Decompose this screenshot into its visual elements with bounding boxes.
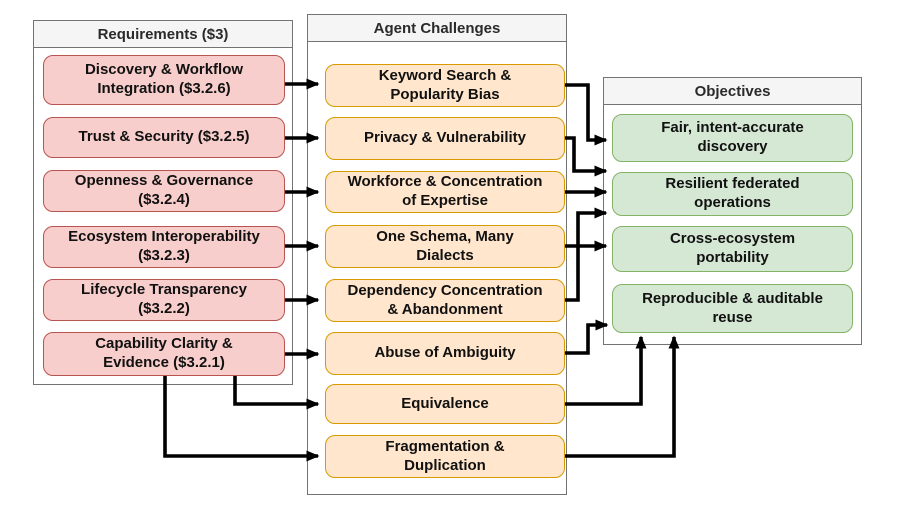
objective-box-fair-intent-accurate-discovery: Fair, intent-accurate discovery <box>612 114 853 162</box>
edge-dependency-to-resilient <box>565 207 608 302</box>
challenge-box-privacy-vulnerability: Privacy & Vulnerability <box>325 117 565 160</box>
req-box-capability-clarity-evidence: Capability Clarity & Evidence ($3.2.1) <box>43 332 285 376</box>
edge-abuse-to-reproducible <box>565 319 609 355</box>
challenge-box-fragmentation-duplication: Fragmentation & Duplication <box>325 435 565 478</box>
edge-capability-to-fragmentation <box>163 376 320 462</box>
challenges-header: Agent Challenges <box>308 15 566 42</box>
requirements-header: Requirements ($3) <box>34 21 292 48</box>
req-box-openness-governance: Openness & Governance ($3.2.4) <box>43 170 285 212</box>
objectives-header: Objectives <box>604 78 861 105</box>
edge-keyword-to-fair-discovery <box>565 83 608 146</box>
challenge-box-one-schema-many-dialects: One Schema, Many Dialects <box>325 225 565 268</box>
challenge-box-keyword-search-popularity-bias: Keyword Search & Popularity Bias <box>325 64 565 107</box>
edge-fragmentation-to-reproducible <box>565 335 680 458</box>
challenge-box-dependency-concentration-abandonment: Dependency Concentration & Abandonment <box>325 279 565 322</box>
req-box-discovery-workflow-integration: Discovery & Workflow Integration ($3.2.6… <box>43 55 285 105</box>
req-box-trust-security: Trust & Security ($3.2.5) <box>43 117 285 158</box>
objective-box-reproducible-auditable-reuse: Reproducible & auditable reuse <box>612 284 853 333</box>
challenge-box-abuse-of-ambiguity: Abuse of Ambiguity <box>325 332 565 375</box>
objective-box-cross-ecosystem-portability: Cross-ecosystem portability <box>612 226 853 272</box>
challenge-box-equivalence: Equivalence <box>325 384 565 424</box>
req-box-lifecycle-transparency: Lifecycle Transparency ($3.2.2) <box>43 279 285 321</box>
edge-equivalence-to-reproducible <box>565 335 647 406</box>
objective-box-resilient-federated-operations: Resilient federated operations <box>612 172 853 216</box>
challenge-box-workforce-concentration-expertise: Workforce & Concentration of Expertise <box>325 171 565 213</box>
edge-privacy-to-resilient <box>565 136 608 177</box>
req-box-ecosystem-interoperability: Ecosystem Interoperability ($3.2.3) <box>43 226 285 268</box>
